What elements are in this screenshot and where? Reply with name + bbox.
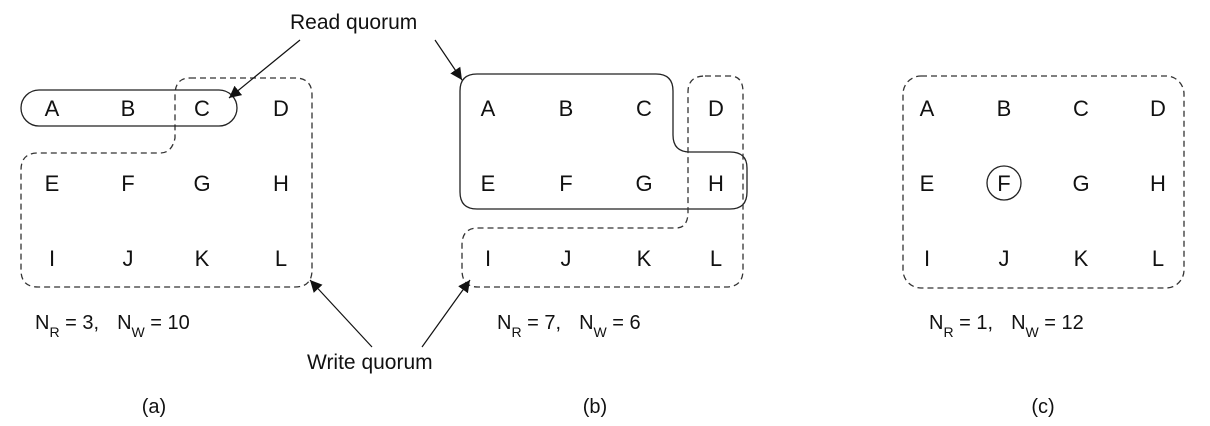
caption-c: (c)	[1031, 396, 1054, 418]
node-a-g: G	[193, 171, 210, 196]
node-b-k: K	[637, 246, 652, 271]
read-quorum-outline-b	[459, 73, 748, 210]
node-c-k: K	[1074, 246, 1089, 271]
formula-c: NR = 1,NW = 12	[929, 312, 1084, 340]
nw-sub-a: W	[132, 324, 146, 340]
nw-value-a: 10	[168, 312, 190, 334]
read-quorum-label: Read quorum	[290, 11, 417, 34]
node-c-g: G	[1072, 171, 1089, 196]
node-a-l: L	[275, 246, 287, 271]
nr-label-b: N	[497, 312, 511, 334]
node-a-a: A	[45, 96, 60, 121]
node-c-b: B	[997, 96, 1012, 121]
node-a-k: K	[195, 246, 210, 271]
node-c-i: I	[924, 246, 930, 271]
eq-a2: =	[145, 312, 168, 334]
nw-label-a: N	[117, 312, 131, 334]
read-quorum-arrow-b	[434, 39, 463, 81]
write-quorum-arrow-b	[421, 279, 471, 348]
node-c-a: A	[920, 96, 935, 121]
node-a-c: C	[194, 96, 210, 121]
nw-sub-c: W	[1026, 324, 1040, 340]
node-b-i: I	[485, 246, 491, 271]
read-quorum-outline-a	[20, 89, 238, 127]
node-a-d: D	[273, 96, 289, 121]
eq-a1: =	[60, 312, 83, 334]
nr-label-a: N	[35, 312, 49, 334]
nw-label-b: N	[579, 312, 593, 334]
write-quorum-outline-b	[461, 75, 744, 288]
node-b-b: B	[559, 96, 574, 121]
eq-b1: =	[522, 312, 545, 334]
node-c-c: C	[1073, 96, 1089, 121]
node-b-h: H	[708, 171, 724, 196]
formula-a: NR = 3,NW = 10	[35, 312, 190, 340]
nw-value-c: 12	[1062, 312, 1084, 334]
node-a-b: B	[121, 96, 136, 121]
node-a-j: J	[123, 246, 134, 271]
node-c-h: H	[1150, 171, 1166, 196]
node-a-f: F	[121, 171, 134, 196]
caption-a: (a)	[142, 396, 166, 418]
node-b-d: D	[708, 96, 724, 121]
node-a-i: I	[49, 246, 55, 271]
node-a-e: E	[45, 171, 60, 196]
node-b-c: C	[636, 96, 652, 121]
nr-value-c: 1,	[976, 312, 993, 334]
node-b-e: E	[481, 171, 496, 196]
eq-c2: =	[1039, 312, 1062, 334]
write-quorum-label: Write quorum	[307, 351, 433, 374]
node-b-g: G	[635, 171, 652, 196]
read-quorum-arrow-a	[228, 39, 301, 99]
write-quorum-arrow-a	[309, 279, 373, 348]
node-c-f: F	[997, 171, 1010, 196]
nr-value-b: 7,	[544, 312, 561, 334]
read-quorum-outline-c	[986, 165, 1022, 201]
eq-c1: =	[954, 312, 977, 334]
nr-sub-a: R	[49, 324, 59, 340]
node-b-a: A	[481, 96, 496, 121]
nr-sub-b: R	[511, 324, 521, 340]
eq-b2: =	[607, 312, 630, 334]
node-b-f: F	[559, 171, 572, 196]
node-b-j: J	[561, 246, 572, 271]
write-quorum-outline-c	[902, 75, 1185, 289]
nr-value-a: 3,	[82, 312, 99, 334]
nw-label-c: N	[1011, 312, 1025, 334]
node-c-l: L	[1152, 246, 1164, 271]
write-quorum-outline-a	[20, 77, 313, 288]
nr-label-c: N	[929, 312, 943, 334]
node-c-e: E	[920, 171, 935, 196]
node-b-l: L	[710, 246, 722, 271]
node-c-d: D	[1150, 96, 1166, 121]
nw-sub-b: W	[594, 324, 608, 340]
formula-b: NR = 7,NW = 6	[497, 312, 641, 340]
node-a-h: H	[273, 171, 289, 196]
caption-b: (b)	[583, 396, 607, 418]
node-c-j: J	[999, 246, 1010, 271]
nr-sub-c: R	[943, 324, 953, 340]
nw-value-b: 6	[630, 312, 641, 334]
